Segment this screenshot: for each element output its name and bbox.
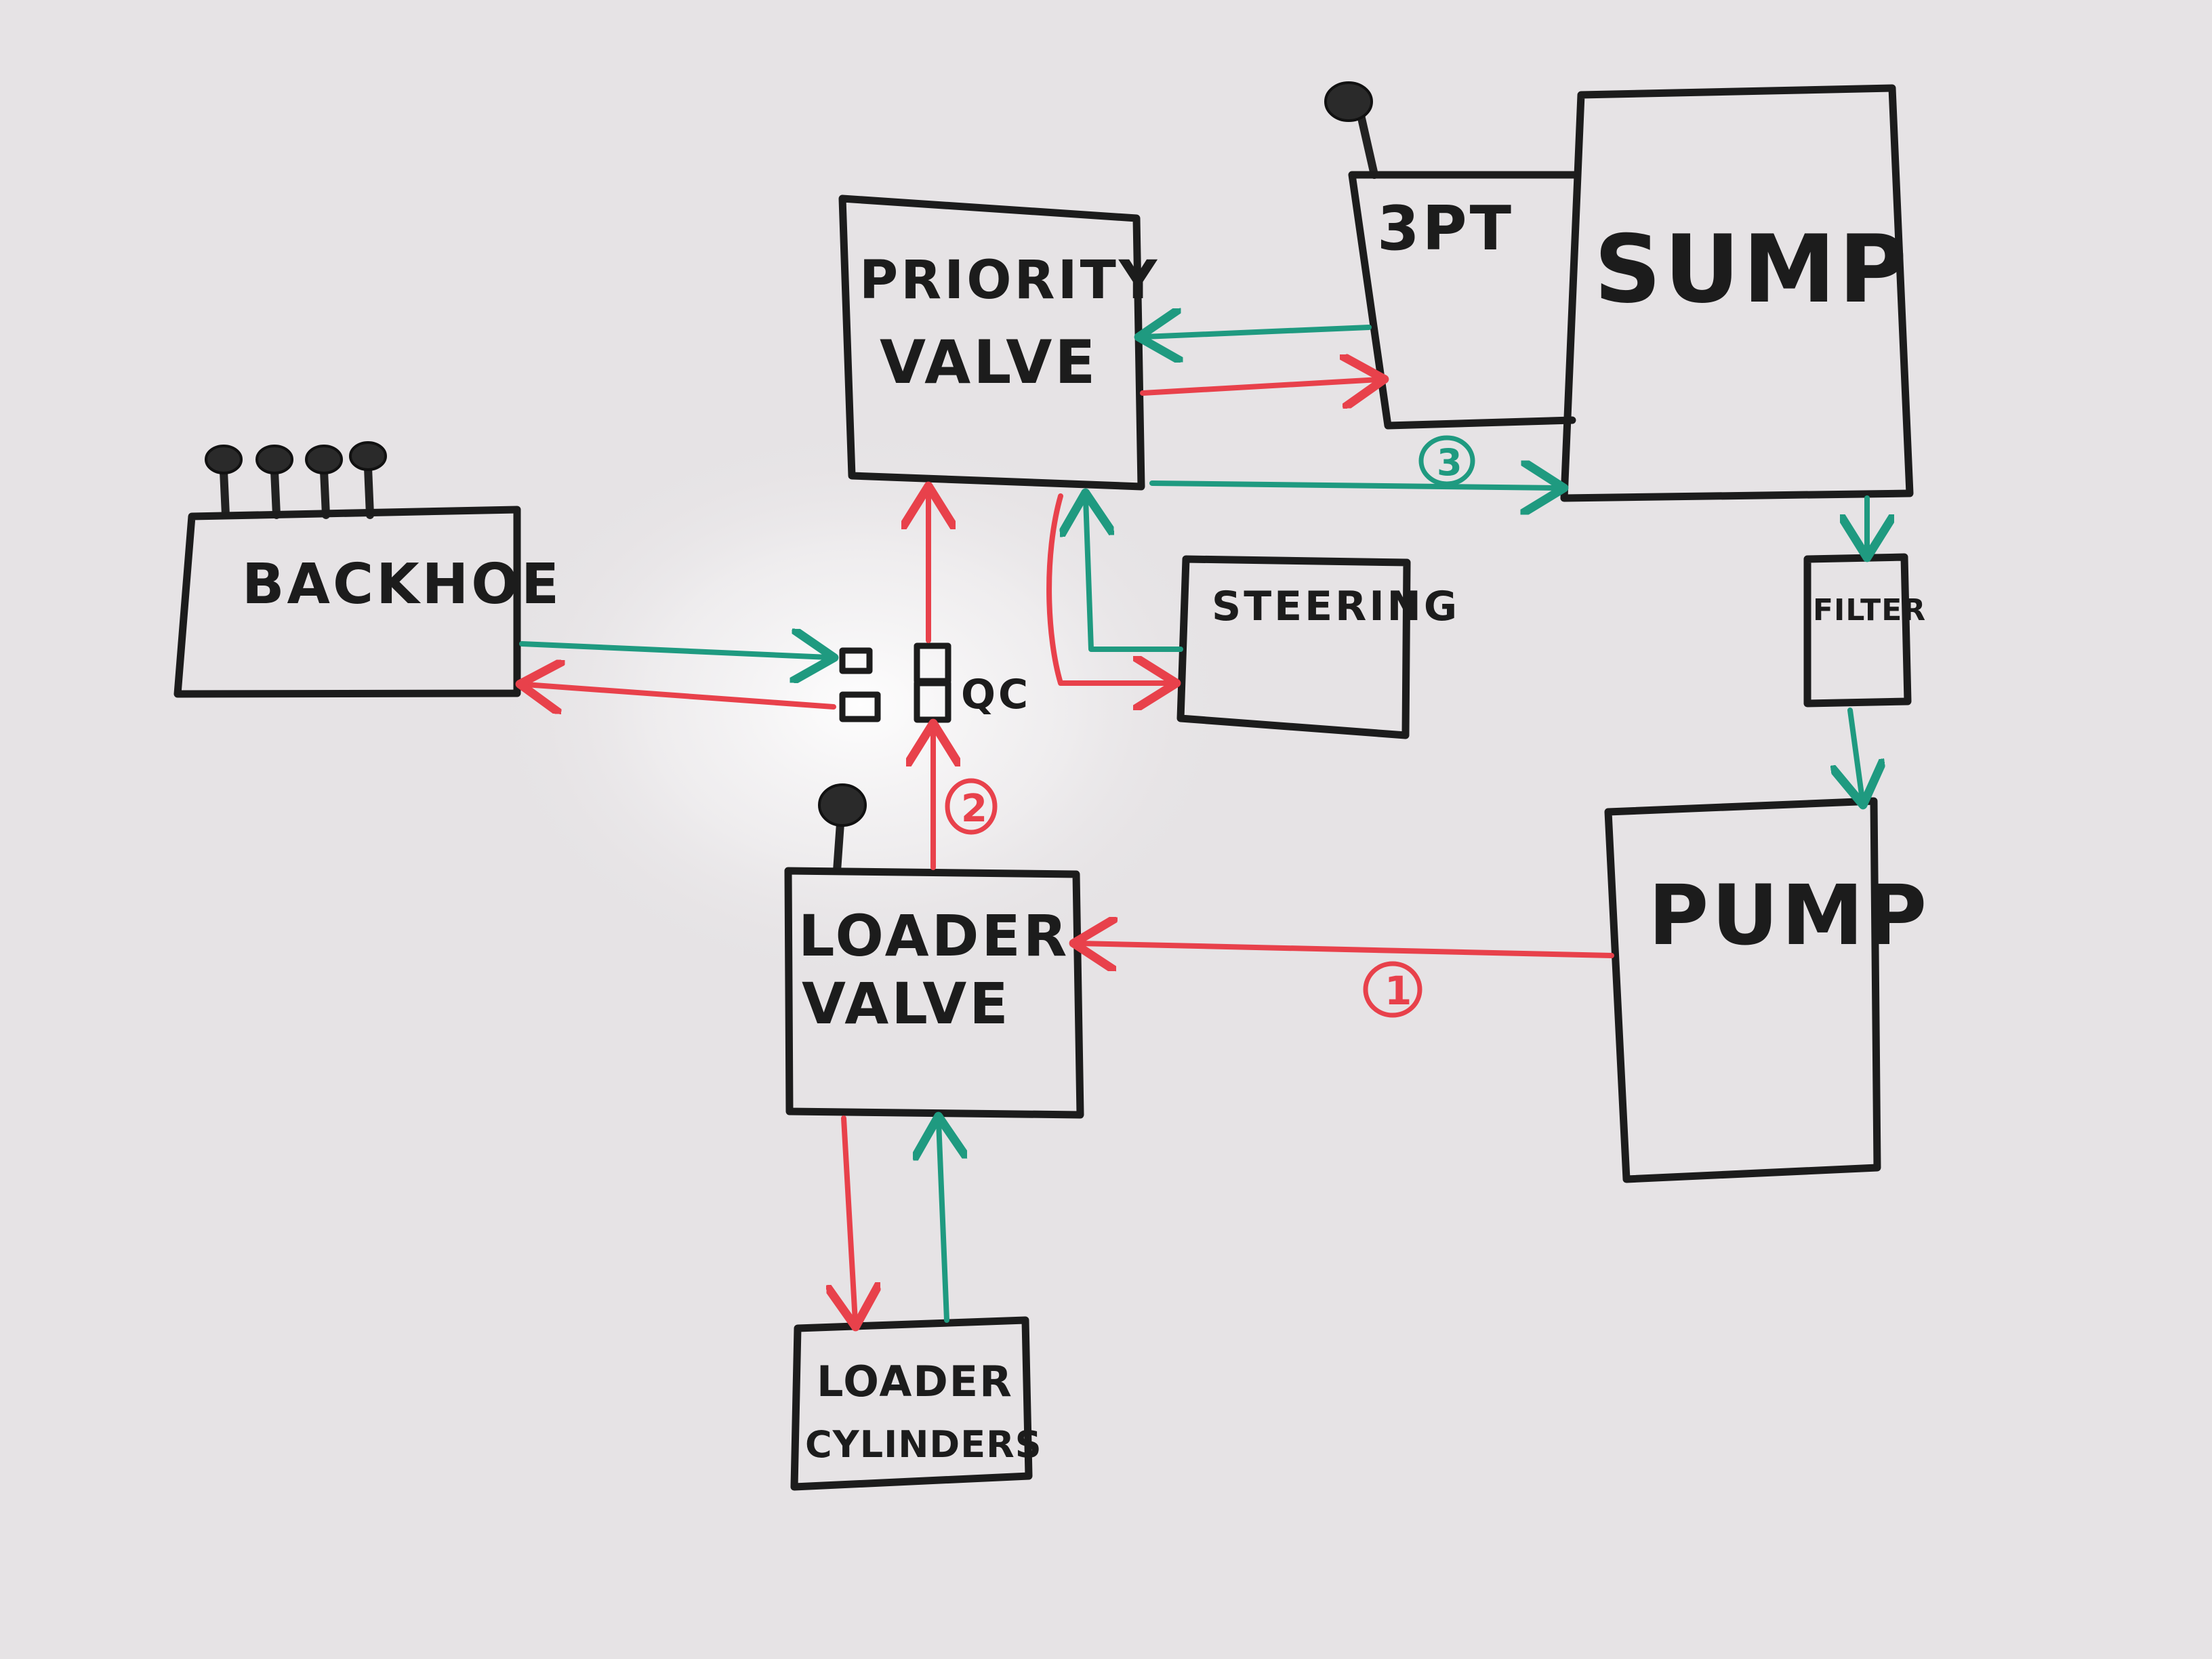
- priority-to-three-pt-line: [1140, 380, 1379, 393]
- loader-cylinders-label-line2: CYLINDERS: [805, 1423, 1042, 1466]
- filter-to-pump-line: [1850, 708, 1862, 800]
- filter-block: FILTER: [1803, 553, 1926, 708]
- three-pt-lever-stem: [1357, 111, 1378, 179]
- qc-to-backhoe-pressure-line: [525, 684, 836, 707]
- circuit-2-number: 2: [961, 787, 987, 831]
- three-pt-to-priority-line: [1144, 327, 1372, 337]
- lever-knob-icon: [305, 445, 343, 474]
- circuit-1-badge: [1363, 961, 1422, 1018]
- circuit-3-number: 3: [1437, 441, 1462, 484]
- lever-knob-icon: [818, 783, 867, 827]
- lever-knob-icon: [1324, 81, 1373, 122]
- steering-label: STEERING: [1212, 583, 1460, 630]
- pump-label: PUMP: [1648, 867, 1929, 964]
- backhoe-lever-stem: [270, 467, 281, 519]
- sump-label: SUMP: [1594, 215, 1910, 324]
- backhoe-lever-stem: [364, 464, 374, 519]
- priority-valve-label-line1: PRIORITY: [859, 250, 1160, 311]
- cylinders-to-loader-line: [939, 1122, 947, 1323]
- pump-to-loader-line: [1079, 943, 1614, 956]
- loader-lever-stem: [833, 819, 844, 875]
- backhoe-lever-stem: [320, 467, 330, 519]
- pump-block: PUMP: [1604, 797, 1929, 1183]
- loader-valve-label-line2: VALVE: [802, 970, 1011, 1037]
- loader-valve-block: LOADER VALVE: [784, 783, 1084, 1119]
- circuit-2-badge: [945, 778, 998, 835]
- three-pt-label: 3PT: [1377, 193, 1514, 264]
- circuit-3-badge: [1418, 435, 1475, 487]
- steering-block: STEERING: [1176, 555, 1460, 739]
- lever-knob-icon: [205, 445, 243, 474]
- quick-coupler-icon: QC: [839, 642, 1031, 723]
- priority-to-sump-line: [1149, 483, 1559, 488]
- lever-knob-icon: [255, 445, 293, 474]
- circuit-1-number: 1: [1385, 968, 1412, 1014]
- lever-knob-icon: [349, 441, 387, 471]
- loader-cylinders-label-line1: LOADER: [817, 1357, 1013, 1406]
- loader-cylinders-block: LOADER CYLINDERS: [790, 1316, 1042, 1491]
- three-point-hitch-block: 3PT: [1324, 81, 1578, 430]
- backhoe-to-qc-return-line: [519, 644, 829, 657]
- priority-to-steering-line: [1046, 493, 1171, 683]
- loader-valve-label-line1: LOADER: [798, 903, 1069, 969]
- filter-label: FILTER: [1813, 593, 1926, 628]
- backhoe-label: BACKHOE: [242, 552, 562, 617]
- priority-valve-block: PRIORITY VALVE: [838, 194, 1160, 491]
- sump-block: SUMP: [1560, 84, 1914, 502]
- steering-to-priority-line: [1086, 498, 1183, 652]
- quick-coupler-label: QC: [961, 671, 1031, 718]
- backhoe-lever-stem: [220, 467, 230, 519]
- priority-valve-label-line2: VALVE: [880, 327, 1098, 397]
- loader-to-cylinders-line: [844, 1115, 855, 1322]
